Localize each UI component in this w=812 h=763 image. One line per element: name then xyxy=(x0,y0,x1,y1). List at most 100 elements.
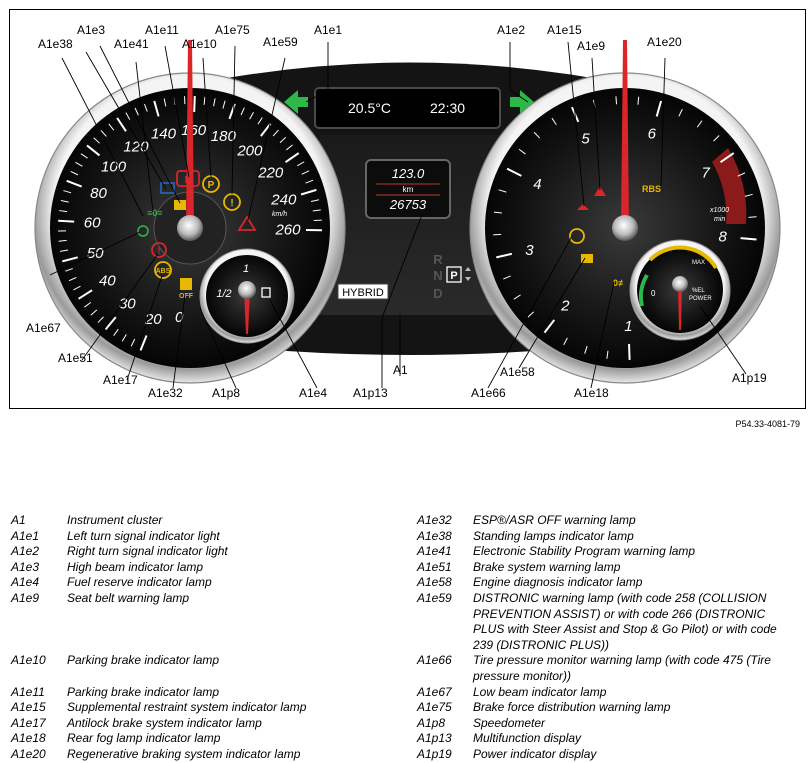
legend-code: A1e38 xyxy=(417,528,452,543)
speed-tick xyxy=(134,107,139,116)
tach-tick xyxy=(637,96,640,105)
legend-description: ESP®/ASR OFF warning lamp xyxy=(473,513,636,527)
legend-description xyxy=(67,638,397,654)
standing-lamps-icon: ≡0≡ xyxy=(147,208,163,218)
legend-description: Supplemental restraint system indicator … xyxy=(67,700,307,715)
tach-tick xyxy=(606,350,609,359)
top-display xyxy=(314,87,501,129)
tach-tick xyxy=(563,337,568,346)
time-readout: 22:30 xyxy=(430,100,465,116)
fuel-full-label: 1 xyxy=(243,263,249,275)
speed-tick xyxy=(203,96,206,105)
speed-tick xyxy=(66,179,83,188)
speed-tick-label: 220 xyxy=(257,164,284,181)
tach-tick xyxy=(740,237,757,241)
tach-tick-label: 4 xyxy=(533,176,541,193)
legend-row xyxy=(11,638,401,654)
low-beam-icon xyxy=(137,225,149,237)
callout-a1e15: A1e15 xyxy=(547,23,582,37)
legend-code: A1e67 xyxy=(417,684,452,699)
legend-code: A1e11 xyxy=(11,684,45,699)
callout-labels: A1e1 A1e2 A1e3 A1e38 A1e41 A1e11 A1e10 A… xyxy=(26,23,767,400)
callout-a1e2: A1e2 xyxy=(497,23,525,37)
legend-description: Fuel reserve indicator lamp xyxy=(67,575,212,590)
tach-tick xyxy=(744,193,753,197)
speed-tick xyxy=(297,161,305,167)
speed-tick xyxy=(193,96,196,113)
tach-unit-top: x1000 xyxy=(709,207,729,214)
legend-description xyxy=(67,607,397,623)
esp-icon xyxy=(174,200,186,210)
callout-a1e17: A1e17 xyxy=(103,373,138,387)
gear-updown-icon xyxy=(465,267,471,281)
legend-code xyxy=(11,622,67,638)
rbs-icon: RBS xyxy=(642,184,661,194)
legend-description: Low beam indicator lamp xyxy=(473,684,607,699)
speed-tick xyxy=(153,100,160,117)
legend-code xyxy=(11,669,67,685)
speed-tick xyxy=(78,289,93,300)
speed-tick xyxy=(59,249,69,252)
legend-description xyxy=(67,622,397,638)
callout-a1e66: A1e66 xyxy=(471,386,506,400)
high-beam-icon xyxy=(160,182,175,194)
svg-text:P: P xyxy=(208,180,215,191)
speed-tick xyxy=(108,123,115,131)
speed-tick xyxy=(113,328,119,336)
speed-tick xyxy=(80,153,88,159)
legend-code: A1p8 xyxy=(417,715,446,730)
speed-tick xyxy=(286,144,293,151)
speed-tick xyxy=(300,188,317,196)
legend-description: Parking brake indicator lamp xyxy=(67,684,220,699)
power-el-label: %EL xyxy=(692,288,705,294)
legend-row: A1e11 Parking brake indicator lamp xyxy=(11,685,401,701)
distronic-warning-icon xyxy=(237,215,257,231)
callout-a1e20: A1e20 xyxy=(647,35,682,49)
speed-tick xyxy=(65,268,73,272)
tach-tick-label: 7 xyxy=(702,164,711,181)
callout-a1e58: A1e58 xyxy=(500,365,535,379)
srs-icon xyxy=(577,204,589,210)
legend-code: A1p13 xyxy=(417,731,452,746)
power-label: POWER xyxy=(689,296,712,302)
tach-tick-label: 8 xyxy=(718,229,727,246)
legend-code: A1p19 xyxy=(417,746,452,761)
speed-tick xyxy=(116,117,127,132)
rear-fog-icon: 0≢ xyxy=(613,278,627,288)
tach-tick xyxy=(584,345,588,354)
tach-tick xyxy=(551,117,557,126)
abs-icon xyxy=(154,261,172,279)
speed-tick-label: 120 xyxy=(123,138,149,155)
speed-tick xyxy=(75,161,83,167)
engine-diagnosis-icon xyxy=(581,254,593,263)
trip-unit: km xyxy=(403,185,414,194)
brake-system-icon xyxy=(151,242,167,258)
legend-description: Parking brake indicator lamp xyxy=(67,653,220,668)
legend-description: Brake force distribution warning lamp xyxy=(473,700,671,715)
legend-description xyxy=(67,669,397,685)
speed-tick xyxy=(73,285,81,291)
speed-tick xyxy=(301,170,310,175)
legend-description: Power indicator display xyxy=(473,746,597,761)
fuel-half-label: 1/2 xyxy=(216,288,231,300)
legend-code: A1e1 xyxy=(11,528,40,543)
tach-tick xyxy=(527,311,534,318)
right-turn-arrow-icon xyxy=(510,90,534,114)
legend-code: A1e20 xyxy=(11,746,46,761)
legend-description: Electronic Stability Program warning lam… xyxy=(473,544,696,559)
gear-n: N xyxy=(433,268,442,283)
tach-tick xyxy=(615,96,618,105)
speed-tick xyxy=(104,316,117,331)
power-max-label: MAX xyxy=(692,260,705,266)
legend-description: Instrument cluster xyxy=(67,513,163,527)
